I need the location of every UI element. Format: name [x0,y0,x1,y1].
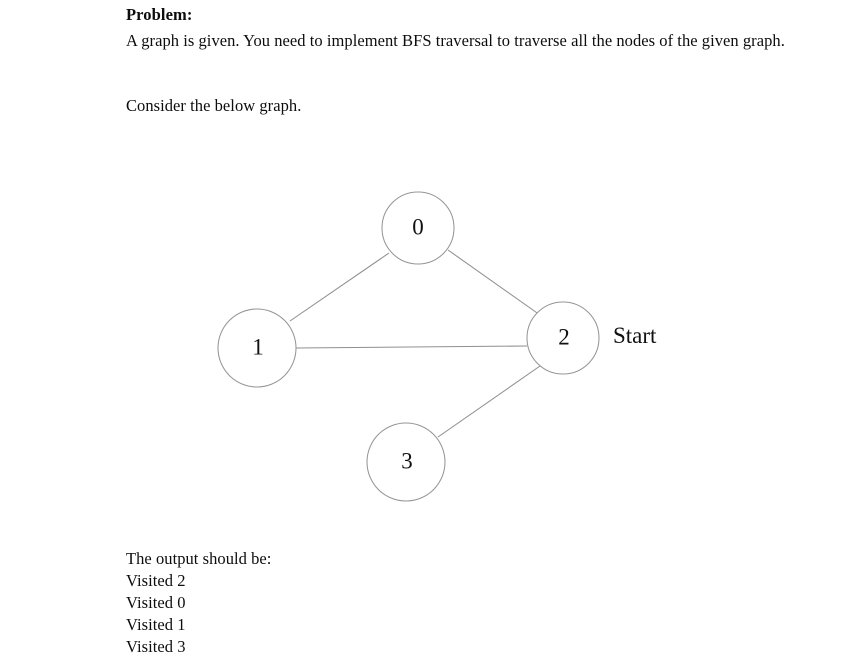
edge-3-2 [437,365,541,438]
node-circle-1 [217,308,297,388]
edge-0-2 [447,249,541,316]
output-line-2: Visited 0 [126,593,186,612]
output-line-3: Visited 1 [126,615,186,634]
node-circle-0 [381,191,455,265]
problem-heading: Problem: [126,5,193,24]
node-circle-2 [526,301,600,375]
problem-description: A graph is given. You need to implement … [126,31,785,50]
node-circle-3 [366,422,446,502]
graph-nodes: 0 1 2 3 [217,191,600,502]
graph-node-1: 1 [217,308,297,388]
start-node-annotation: Start [613,323,657,348]
node-label-2: 2 [558,324,570,349]
node-label-0: 0 [412,214,424,239]
graph-node-3: 3 [366,422,446,502]
consider-graph-line: Consider the below graph. [126,96,302,115]
graph-edges [289,249,541,438]
node-label-1: 1 [252,334,264,359]
edge-1-2 [295,345,528,349]
graph-node-0: 0 [381,191,455,265]
edge-1-0 [289,252,390,322]
output-line-4: Visited 3 [126,637,186,656]
output-line-1: Visited 2 [126,571,186,590]
expected-output-block: The output should be: Visited 2 Visited … [126,548,271,658]
graph-node-2: 2 [526,301,600,375]
node-label-3: 3 [401,448,413,473]
output-heading: The output should be: [126,549,272,568]
